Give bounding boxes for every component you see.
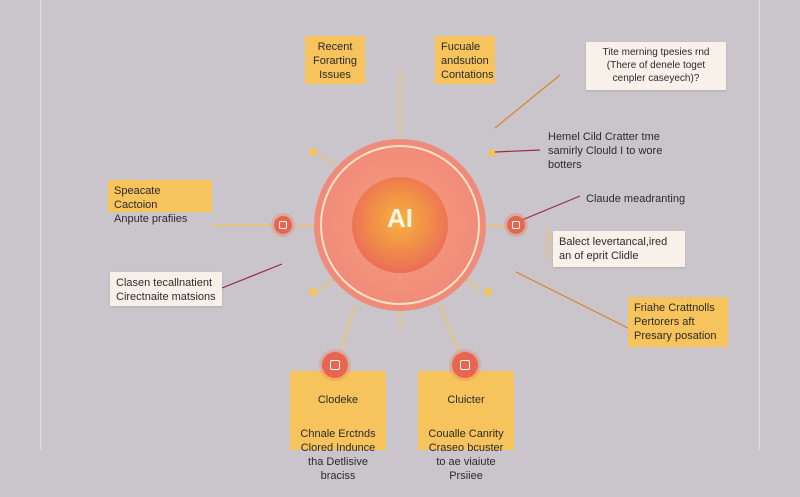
ai-core xyxy=(352,177,448,273)
node-bottom-left-title: Clodeke xyxy=(317,394,359,406)
node-right-b: Claude meadranting xyxy=(586,193,686,205)
connector-lines xyxy=(212,40,629,356)
node-left-a: Speacate Cactoion Anpute prafiies xyxy=(108,180,212,225)
frame xyxy=(40,0,760,450)
node-right-d: Friahe Crattnolls Pertorers aft Presary … xyxy=(628,297,728,347)
node-left-b: Clasen tecallnatient Cirectnaite matsion… xyxy=(110,272,222,306)
document-icon xyxy=(507,216,525,234)
node-right-c: Balect levertancal,ired an of eprit Clid… xyxy=(553,231,685,267)
layers-icon xyxy=(452,352,478,378)
node-top-mid: Fucuale andsution Contations xyxy=(435,36,495,84)
ai-center-label: AI xyxy=(387,203,413,233)
shuffle-icon xyxy=(322,352,348,378)
node-top-right: Tite merning tpesies rnd (There of denel… xyxy=(586,42,726,90)
node-bottom-right-body: Coualle Canrity Craseo bcuster to ae via… xyxy=(428,428,504,482)
node-bottom-right: Cluicter Coualle Canrity Craseo bcuster … xyxy=(418,371,514,482)
node-top-left: Recent Forarting Issues xyxy=(305,36,365,84)
node-right-a: Hemel Cild Cratter tme samirly Clould I … xyxy=(548,131,663,171)
node-bottom-left: Clodeke Chnale Erctnds Clored Indunce th… xyxy=(290,371,386,482)
node-bottom-right-title: Cluicter xyxy=(447,394,485,406)
gear-icon xyxy=(274,216,292,234)
node-bottom-left-body: Chnale Erctnds Clored Indunce tha Detlis… xyxy=(300,428,376,482)
